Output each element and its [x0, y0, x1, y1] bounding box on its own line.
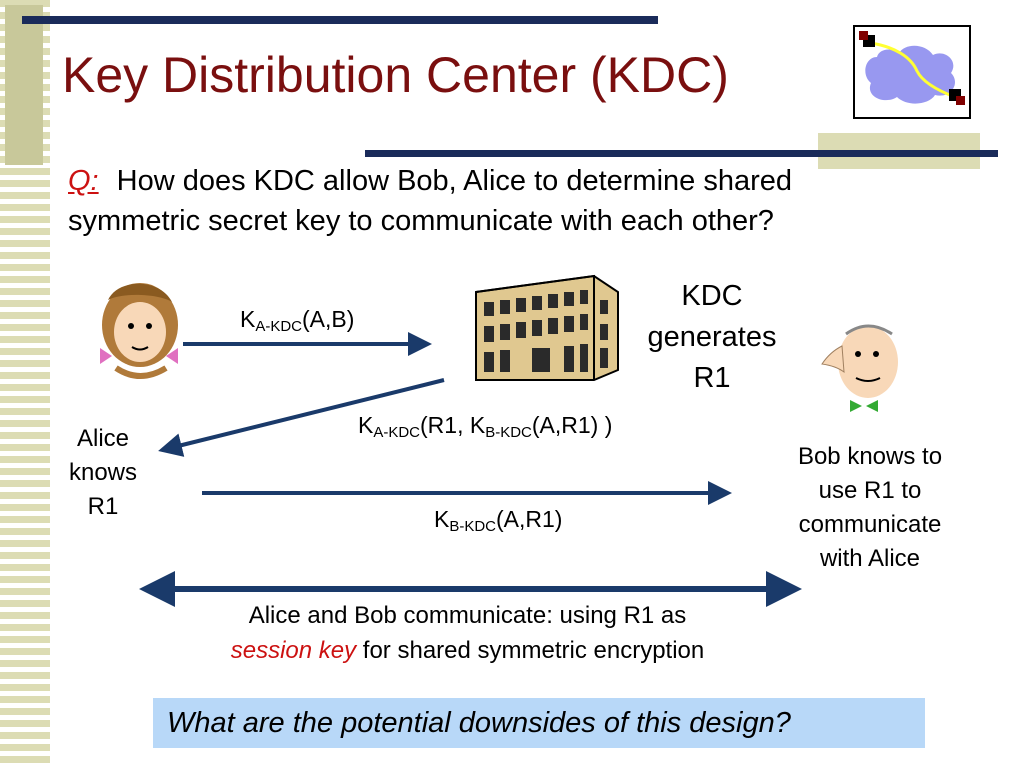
- communication-note: Alice and Bob communicate: using R1 as s…: [230, 602, 705, 664]
- message-2-label: KA-KDC(R1, KB-KDC(A,R1) ): [358, 412, 613, 441]
- message-1-label: KA-KDC(A,B): [240, 306, 355, 335]
- question-label: Q:: [68, 165, 99, 197]
- divider-bar: [365, 150, 998, 157]
- slide-title: Key Distribution Center (KDC): [62, 47, 729, 103]
- decorative-block: [5, 5, 43, 165]
- kdc-generates-note: KDC generates R1: [647, 280, 777, 394]
- bob-knows-note: Bob knows to use R1 to communicate with …: [797, 443, 943, 572]
- message-3-label: KB-KDC(A,R1): [434, 506, 563, 535]
- question-line-2: symmetric secret key to communicate with…: [68, 205, 774, 237]
- arrow-kdc-to-alice: [158, 378, 445, 457]
- session-key-term: session key: [230, 637, 357, 664]
- top-bar: [22, 16, 658, 24]
- discussion-question-box: What are the potential downsides of this…: [153, 698, 925, 748]
- network-cloud-icon: [853, 25, 971, 119]
- question-line-1: Q: How does KDC allow Bob, Alice to deter…: [68, 165, 792, 198]
- alice-knows-note: Alice knows R1: [68, 425, 138, 520]
- question-text-1: How does KDC allow Bob, Alice to determi…: [116, 165, 793, 197]
